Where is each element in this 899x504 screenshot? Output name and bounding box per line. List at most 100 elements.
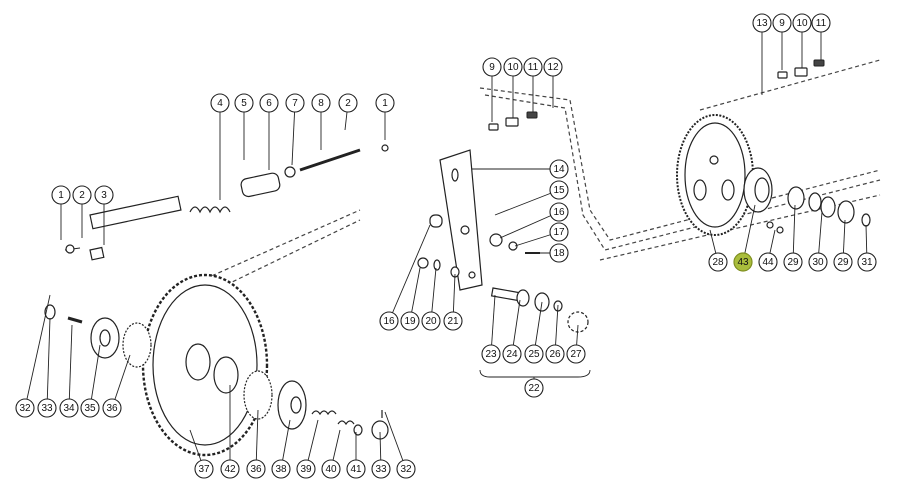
callout-c16b: 16 (379, 311, 399, 331)
large-sprocket (141, 273, 269, 457)
callout-label-c27: 27 (570, 349, 582, 360)
callout-circle-c12 (543, 57, 563, 77)
callout-c43: 43 (733, 252, 753, 272)
callout-circle-c1b (375, 93, 395, 113)
callout-label-c14: 14 (553, 164, 565, 175)
callout-c39: 39 (296, 459, 316, 479)
spring-part (189, 206, 231, 214)
callout-c33b: 33 (371, 459, 391, 479)
callout-c9b: 9 (772, 13, 792, 33)
callout-c15: 15 (549, 180, 569, 200)
callout-c10a: 10 (503, 57, 523, 77)
leader-line-c32b (384, 411, 407, 470)
callout-c29b: 29 (833, 252, 853, 272)
callout-c40: 40 (321, 459, 341, 479)
callout-circle-c36a (102, 398, 122, 418)
callout-circle-c11b (811, 13, 831, 33)
callout-circle-c11a (523, 57, 543, 77)
callout-circle-c44 (758, 252, 778, 272)
callout-c38: 38 (271, 459, 291, 479)
callout-label-c20: 20 (425, 316, 437, 327)
callout-label-c35: 35 (84, 403, 96, 414)
callout-c42: 42 (220, 459, 240, 479)
callout-label-c15: 15 (553, 185, 565, 196)
callout-c1a: 1 (51, 185, 71, 205)
callout-c4: 4 (210, 93, 230, 113)
bearing-parts (766, 186, 871, 234)
callout-label-c2b: 2 (345, 98, 351, 109)
callout-circle-c16a (549, 202, 569, 222)
callout-circle-c38 (271, 459, 291, 479)
callout-circle-c8 (311, 93, 331, 113)
right-sprocket (676, 114, 754, 236)
callout-c11a: 11 (523, 57, 543, 77)
callout-circle-c36b (246, 459, 266, 479)
callout-circle-c22 (524, 378, 544, 398)
callout-label-c43: 43 (737, 257, 749, 268)
callout-label-c5: 5 (241, 98, 247, 109)
callout-c9a: 9 (482, 57, 502, 77)
leader-line-c34 (68, 324, 73, 409)
callout-label-c10a: 10 (507, 62, 519, 73)
callout-label-c4: 4 (217, 98, 223, 109)
callout-label-c6: 6 (266, 98, 272, 109)
stub-shaft-group (490, 287, 589, 333)
leader-line-c32a (24, 294, 51, 409)
callout-circle-c33b (371, 459, 391, 479)
callout-label-c32a: 32 (19, 403, 31, 414)
leader-line-c15 (494, 189, 560, 216)
callout-label-c13: 13 (756, 18, 768, 29)
callout-c10b: 10 (792, 13, 812, 33)
callout-label-c31: 31 (861, 257, 873, 268)
callout-label-c1b: 1 (382, 98, 388, 109)
callout-circle-c14 (549, 159, 569, 179)
callout-c8: 8 (311, 93, 331, 113)
callout-label-c24: 24 (506, 349, 518, 360)
callout-label-c23: 23 (485, 349, 497, 360)
callout-label-c22: 22 (528, 383, 540, 394)
callout-circle-c19 (400, 311, 420, 331)
callout-label-c36b: 36 (250, 464, 262, 475)
callout-label-c19: 19 (404, 316, 416, 327)
callout-c32a: 32 (15, 398, 35, 418)
callout-circle-c35 (80, 398, 100, 418)
callout-label-c29b: 29 (837, 257, 849, 268)
callout-circle-c9a (482, 57, 502, 77)
callout-circle-c29a (783, 252, 803, 272)
callout-label-c42: 42 (224, 464, 236, 475)
callout-label-c39: 39 (300, 464, 312, 475)
callout-c30: 30 (808, 252, 828, 272)
callout-label-c40: 40 (325, 464, 337, 475)
right-hub-group (243, 370, 389, 440)
callout-circle-c10b (792, 13, 812, 33)
callout-c27: 27 (566, 344, 586, 364)
callout-c32b: 32 (396, 459, 416, 479)
callout-c14: 14 (549, 159, 569, 179)
callout-c16a: 16 (549, 202, 569, 222)
callout-label-c36a: 36 (106, 403, 118, 414)
callout-label-c41: 41 (350, 464, 362, 475)
callout-label-c9a: 9 (489, 62, 495, 73)
callout-c35: 35 (80, 398, 100, 418)
leader-line-c16a (499, 211, 560, 239)
callout-circle-c2a (72, 185, 92, 205)
callout-circle-c43 (733, 252, 753, 272)
callout-circle-c9b (772, 13, 792, 33)
callout-label-c37: 37 (198, 464, 210, 475)
callout-label-c30: 30 (812, 257, 824, 268)
callout-circle-c3a (94, 185, 114, 205)
small-hardware-parts (417, 233, 540, 278)
callout-label-c21: 21 (447, 316, 459, 327)
callout-label-c34: 34 (63, 403, 75, 414)
callout-circle-c33a (37, 398, 57, 418)
callout-circle-c10a (503, 57, 523, 77)
callout-circle-c30 (808, 252, 828, 272)
callout-label-c11b: 11 (816, 18, 827, 29)
leader-line-c7 (291, 102, 296, 166)
callout-circle-c32a (15, 398, 35, 418)
callout-c5: 5 (234, 93, 254, 113)
callout-c25: 25 (524, 344, 544, 364)
callout-circle-c42 (220, 459, 240, 479)
callout-c24: 24 (502, 344, 522, 364)
